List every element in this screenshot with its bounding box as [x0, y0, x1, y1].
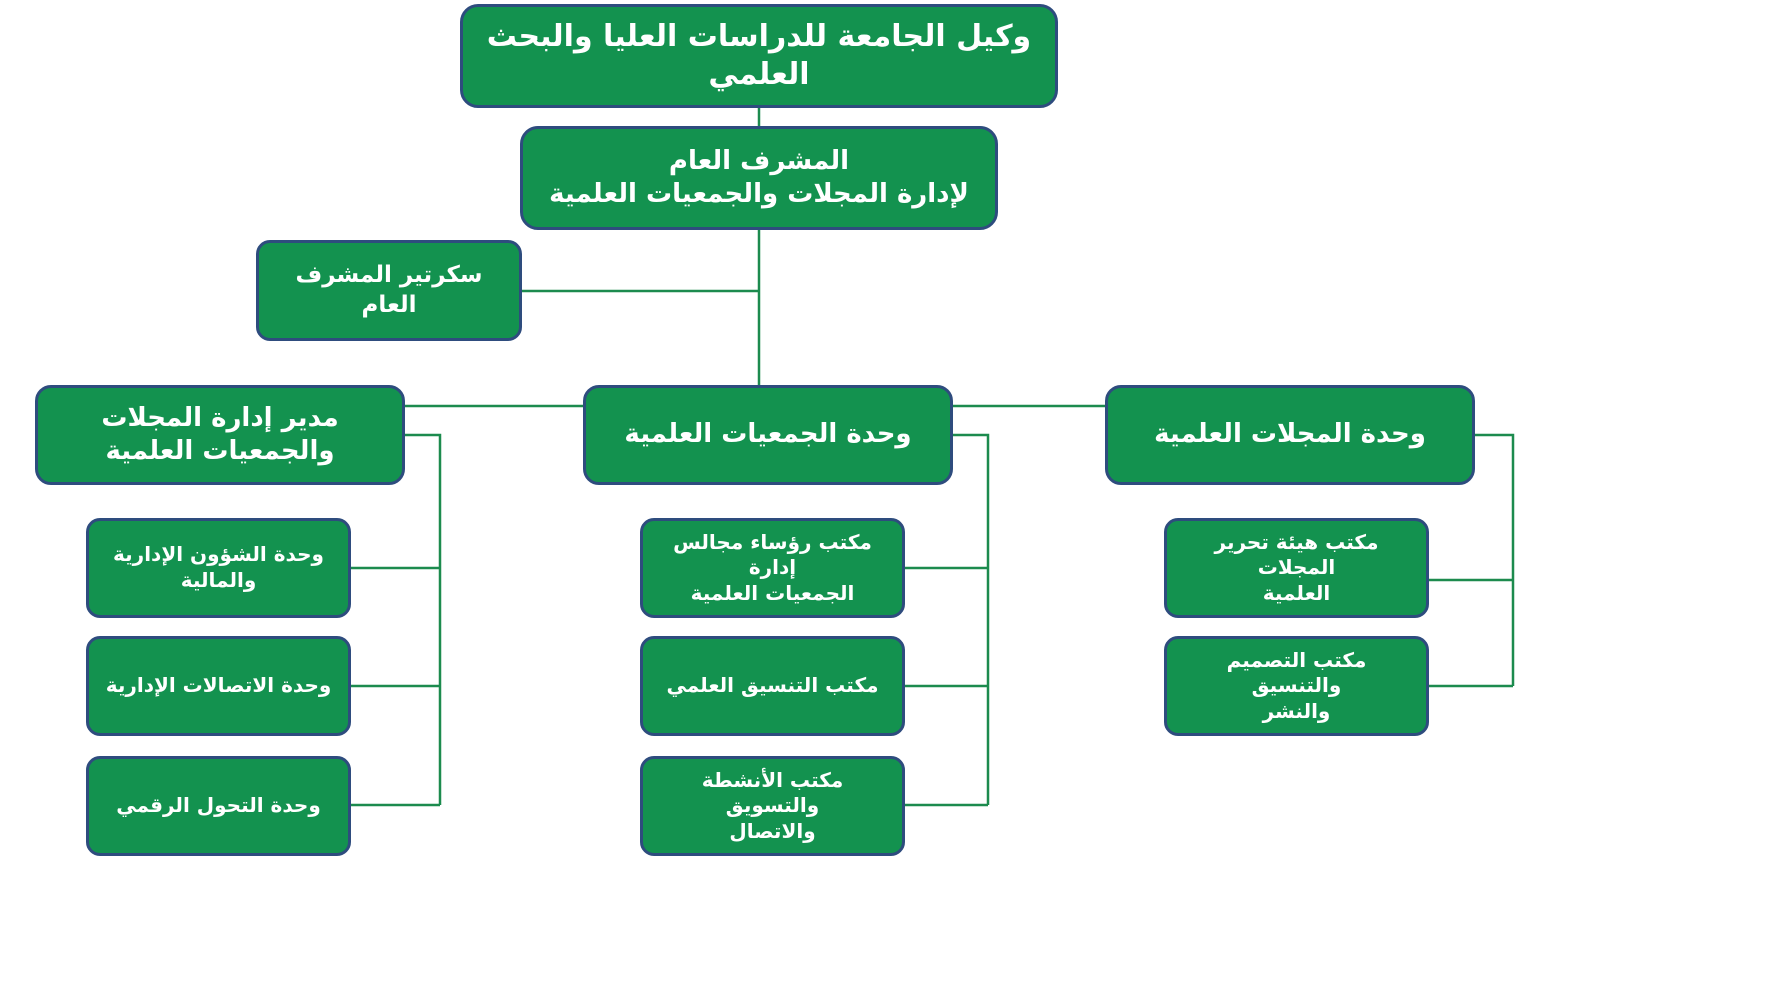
edge-middle-rail: [953, 433, 990, 805]
edge-left-rail: [405, 433, 442, 805]
node-secretary[interactable]: سكرتير المشرف العام: [256, 240, 522, 341]
node-design-publishing-office[interactable]: مكتب التصميم والتنسيق والنشر: [1164, 636, 1429, 736]
node-general-supervisor[interactable]: المشرف العام لإدارة المجلات والجمعيات ال…: [520, 126, 998, 230]
edge-right-rail: [1475, 433, 1515, 686]
node-scientific-journals-unit[interactable]: وحدة المجلات العلمية: [1105, 385, 1475, 485]
node-societies-boards-office[interactable]: مكتب رؤساء مجالس إدارة الجمعيات العلمية: [640, 518, 905, 618]
node-director-journals-societies[interactable]: مدير إدارة المجلات والجمعيات العلمية: [35, 385, 405, 485]
node-scientific-coordination-office[interactable]: مكتب التنسيق العلمي: [640, 636, 905, 736]
node-admin-communications-unit[interactable]: وحدة الاتصالات الإدارية: [86, 636, 351, 736]
node-admin-finance-unit[interactable]: وحدة الشؤون الإدارية والمالية: [86, 518, 351, 618]
node-vice-president[interactable]: وكيل الجامعة للدراسات العليا والبحث العل…: [460, 4, 1058, 108]
node-activities-marketing-office[interactable]: مكتب الأنشطة والتسويق والاتصال: [640, 756, 905, 856]
node-scientific-societies-unit[interactable]: وحدة الجمعيات العلمية: [583, 385, 953, 485]
node-editorial-board-office[interactable]: مكتب هيئة تحرير المجلات العلمية: [1164, 518, 1429, 618]
node-digital-transformation-unit[interactable]: وحدة التحول الرقمي: [86, 756, 351, 856]
